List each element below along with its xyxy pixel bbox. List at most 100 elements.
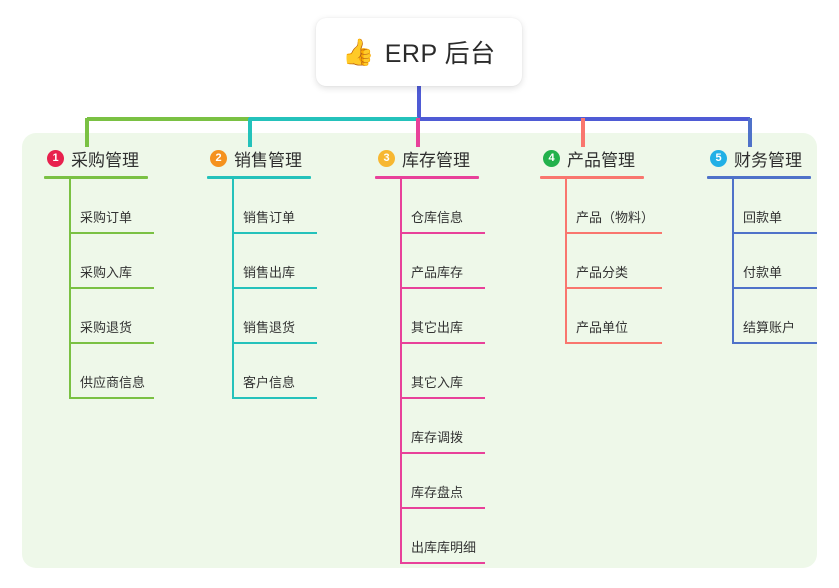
list-item-underline [232,287,317,289]
list-item[interactable]: 库存盘点 [375,454,525,509]
column-spine [69,179,71,399]
column-number-badge: 4 [543,149,560,167]
column-1: 1 采购管理采购订单采购入库采购退货供应商信息 [44,145,194,399]
column-items: 仓库信息产品库存其它出库其它入库库存调拨库存盘点出库库明细 [375,179,525,564]
list-item-label: 产品分类 [576,265,629,280]
list-item[interactable]: 仓库信息 [375,179,525,234]
column-underline [707,176,811,179]
list-item-underline [400,452,485,454]
list-item[interactable]: 采购订单 [44,179,194,234]
list-item-label: 库存调拨 [411,430,464,445]
list-item[interactable]: 其它出库 [375,289,525,344]
list-item-label: 其它出库 [411,320,464,335]
list-item-underline [232,397,317,399]
column-header-3[interactable]: 3 库存管理 [375,145,525,171]
list-item-underline [400,287,485,289]
column-5: 5 财务管理回款单付款单结算账户 [707,145,837,344]
column-3: 3 库存管理仓库信息产品库存其它出库其它入库库存调拨库存盘点出库库明细 [375,145,525,564]
list-item-label: 回款单 [743,210,783,225]
column-items: 产品（物料） 产品分类产品单位 [540,179,690,344]
column-items: 销售订单销售出库销售退货客户信息 [207,179,357,399]
column-header-2[interactable]: 2 销售管理 [207,145,357,171]
list-item-underline [732,287,817,289]
list-item[interactable]: 采购入库 [44,234,194,289]
column-underline [375,176,479,179]
list-item[interactable]: 供应商信息 [44,344,194,399]
list-item[interactable]: 客户信息 [207,344,357,399]
list-item-underline [232,342,317,344]
list-item-label: 销售出库 [243,265,296,280]
list-item[interactable]: 产品单位 [540,289,690,344]
list-item[interactable]: 库存调拨 [375,399,525,454]
list-item-label: 供应商信息 [80,375,146,390]
list-item-underline [732,342,817,344]
list-item-label: 产品（物料） [576,210,655,225]
root-node[interactable]: 👍 ERP 后台 [316,18,522,86]
list-item[interactable]: 出库库明细 [375,509,525,564]
column-header-1[interactable]: 1 采购管理 [44,145,194,171]
list-item-label: 产品单位 [576,320,629,335]
list-item-underline [400,342,485,344]
list-item[interactable]: 销售出库 [207,234,357,289]
list-item-label: 产品库存 [411,265,464,280]
list-item[interactable]: 回款单 [707,179,837,234]
column-2: 2 销售管理销售订单销售出库销售退货客户信息 [207,145,357,399]
list-item-label: 采购订单 [80,210,133,225]
column-title: 销售管理 [234,150,302,170]
list-item-underline [565,232,662,234]
list-item[interactable]: 销售退货 [207,289,357,344]
column-spine [400,179,402,564]
list-item[interactable]: 销售订单 [207,179,357,234]
column-title: 产品管理 [567,150,635,170]
list-item-label: 库存盘点 [411,485,464,500]
list-item-label: 客户信息 [243,375,296,390]
column-underline [540,176,644,179]
column-items: 采购订单采购入库采购退货供应商信息 [44,179,194,399]
list-item-underline [400,232,485,234]
list-item[interactable]: 结算账户 [707,289,837,344]
column-number-badge: 3 [378,149,395,167]
column-4: 4 产品管理产品（物料） 产品分类产品单位 [540,145,690,344]
column-title: 库存管理 [402,150,470,170]
list-item-underline [732,232,817,234]
list-item-underline [69,232,154,234]
list-item-underline [565,287,662,289]
list-item-label: 其它入库 [411,375,464,390]
list-item[interactable]: 产品分类 [540,234,690,289]
list-item[interactable]: 产品库存 [375,234,525,289]
column-number-badge: 1 [47,149,64,167]
list-item[interactable]: 付款单 [707,234,837,289]
column-underline [207,176,311,179]
list-item[interactable]: 其它入库 [375,344,525,399]
column-header-4[interactable]: 4 产品管理 [540,145,690,171]
root-title: ERP 后台 [384,40,496,68]
column-spine [732,179,734,344]
list-item-label: 仓库信息 [411,210,464,225]
list-item-underline [69,397,154,399]
list-item-label: 采购退货 [80,320,133,335]
thumbs-up-icon: 👍 [342,37,375,67]
list-item-underline [69,287,154,289]
column-items: 回款单付款单结算账户 [707,179,837,344]
list-item[interactable]: 采购退货 [44,289,194,344]
list-item[interactable]: 产品（物料） [540,179,690,234]
column-title: 财务管理 [734,150,802,170]
list-item-label: 采购入库 [80,265,133,280]
list-item-underline [232,232,317,234]
column-number-badge: 2 [210,149,227,167]
list-item-underline [400,507,485,509]
list-item-label: 销售订单 [243,210,296,225]
column-number-badge: 5 [710,149,727,167]
column-underline [44,176,148,179]
column-header-5[interactable]: 5 财务管理 [707,145,837,171]
root-node-content: 👍 ERP 后台 [342,34,495,70]
column-spine [232,179,234,399]
list-item-underline [400,397,485,399]
list-item-underline [400,562,485,564]
list-item-underline [69,342,154,344]
column-spine [565,179,567,344]
list-item-label: 销售退货 [243,320,296,335]
list-item-underline [565,342,662,344]
column-title: 采购管理 [71,150,139,170]
